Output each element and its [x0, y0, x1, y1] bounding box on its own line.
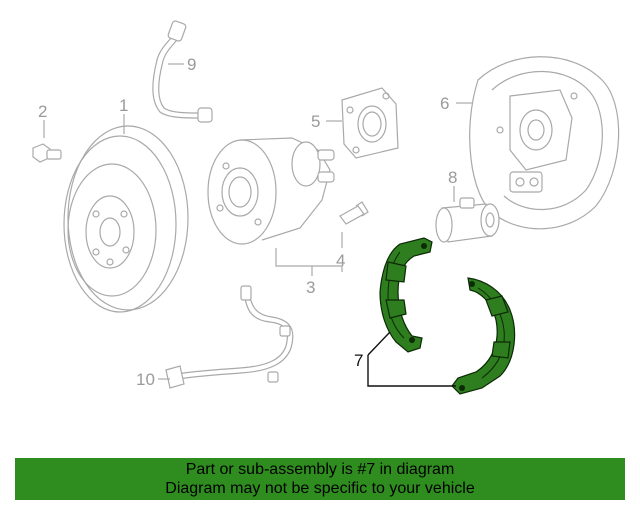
brake-drum-part-1[interactable] [63, 125, 189, 313]
callout-4: 4 [336, 251, 345, 270]
callout-7: 7 [354, 351, 363, 370]
backing-plate-part-6[interactable] [469, 56, 620, 230]
parts-diagram: 9 2 1 5 [32, 20, 620, 395]
abs-sensor-part-10[interactable] [165, 285, 294, 389]
banner-line-2: Diagram may not be specific to your vehi… [165, 480, 475, 497]
callout-3: 3 [306, 278, 315, 297]
brake-shoes-part-7[interactable] [379, 237, 516, 395]
hub-bearing-part-3[interactable] [207, 137, 335, 245]
callout-6: 6 [440, 94, 449, 113]
callout-9: 9 [187, 55, 196, 74]
wheel-cylinder-part-8[interactable] [435, 197, 500, 243]
info-banner: Part or sub-assembly is #7 in diagram Di… [15, 458, 625, 500]
brake-hose-part-9[interactable] [152, 20, 213, 123]
callout-5: 5 [311, 112, 320, 131]
banner-line-1: Part or sub-assembly is #7 in diagram [185, 461, 455, 478]
wheel-stud-part-4[interactable] [339, 201, 369, 225]
bolt-part-2[interactable] [32, 143, 62, 163]
callout-2: 2 [38, 102, 47, 121]
seal-plate-part-5[interactable] [341, 87, 399, 159]
callout-10: 10 [136, 370, 155, 389]
callout-8: 8 [448, 168, 457, 187]
callout-1: 1 [119, 96, 128, 115]
